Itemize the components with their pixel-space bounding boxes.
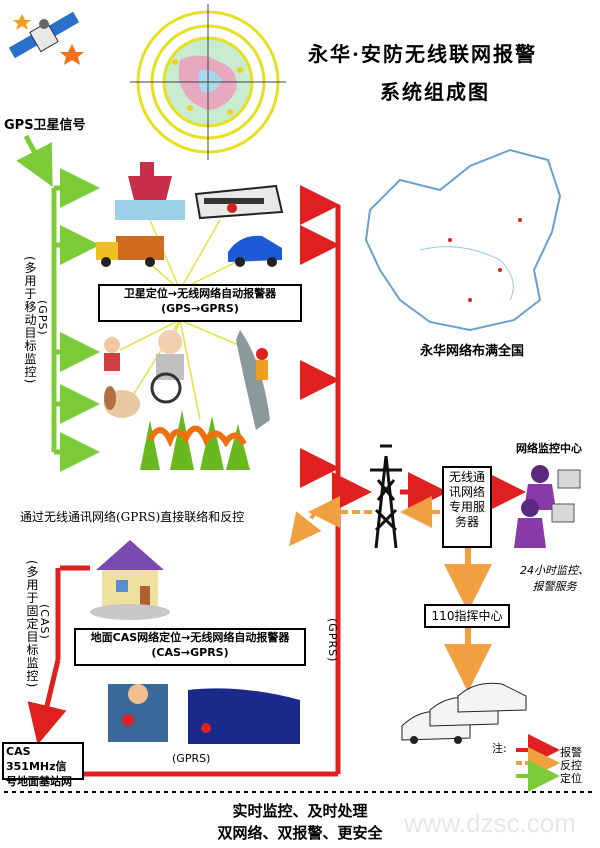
server-box-line4: 务器 [454,515,479,529]
ship-icon [115,162,185,220]
diagram-title-line2: 系统组成图 [380,80,490,104]
cas-station-box: CAS 351MHz信 号地面基站网 [2,742,84,788]
child-icon [104,337,120,371]
car-icon [228,235,282,267]
bottom-slogan-line2: 双网络、双报警、更安全 [217,824,383,842]
cas-station-line1: CAS 351MHz信 [6,745,67,773]
globe-icon [130,4,286,160]
server-box-line3: 专用服 [448,500,485,514]
worker-icon [108,684,168,742]
cas-alarm-box-line2: (CAS→GPRS) [151,646,229,659]
left-top-note-code: (GPS) [36,300,49,336]
server-box-line2: 讯网络 [448,485,485,499]
legend-title: 注: [492,742,507,755]
cas-alarm-box-line1: 地面CAS网络定位→无线网络自动报警器 [90,631,290,644]
gprs-label-vertical: (GPRS) [326,618,339,663]
satellite-icon [8,11,84,65]
cas-alarm-box: 地面CAS网络定位→无线网络自动报警器 (CAS→GPRS) [74,628,306,666]
china-map-icon [364,148,562,332]
house-icon [90,540,170,620]
monitor-operators-icon [514,465,581,548]
left-top-note: (多用于移动目标监控) [23,256,37,385]
police-cars-icon [401,682,527,744]
legend-item-control: 反控 [560,759,582,772]
monitor-service-label: 24小时监控、 报警服务 [520,562,589,594]
legend-arrows [516,734,560,792]
gprs-label-bottom: (GPRS) [172,752,211,765]
monitor-service-line1: 24小时监控、 [520,564,589,577]
gps-alarm-box-line2: (GPS→GPRS) [161,302,239,315]
monitor-center-label: 网络监控中心 [516,442,582,455]
signal-tower-icon [370,444,402,549]
truck-icon [96,236,164,267]
diagram-title-line1: 永华·安防无线联网报警 [308,42,537,66]
legend-item-alarm: 报警 [560,746,582,759]
elderly-person-icon [150,330,184,404]
china-map-caption: 永华网络布满全国 [420,344,525,359]
server-box-line1: 无线通 [448,470,485,484]
server-box: 无线通 讯网络 专用服 务器 [442,466,492,548]
left-bottom-note-code: (CAS) [38,604,51,640]
command-center-box: 110指挥中心 [424,604,510,628]
bottom-slogan-line1: 实时监控、及时处理 [232,802,368,820]
gps-label: GPS卫星信号 [4,118,86,133]
gps-alarm-box-line1: 卫星定位→无线网络自动报警器 [123,287,277,300]
climber-icon [236,330,270,430]
cas-station-line2: 号地面基站网 [6,775,72,788]
direct-link-text: 通过无线通讯网络(GPRS)直接联络和反控 [20,510,245,524]
train-icon [194,184,284,220]
watermark: www.dzsc.com [404,808,576,838]
building-icon [188,688,300,744]
dog-icon [104,386,140,418]
left-bottom-note: (多用于固定目标监控) [25,560,39,689]
monitor-service-line2: 报警服务 [532,580,577,593]
legend-item-locate: 定位 [560,772,582,785]
forest-fire-icon [140,410,250,470]
gps-alarm-box: 卫星定位→无线网络自动报警器 (GPS→GPRS) [98,284,302,322]
locate-bracket [51,168,100,472]
